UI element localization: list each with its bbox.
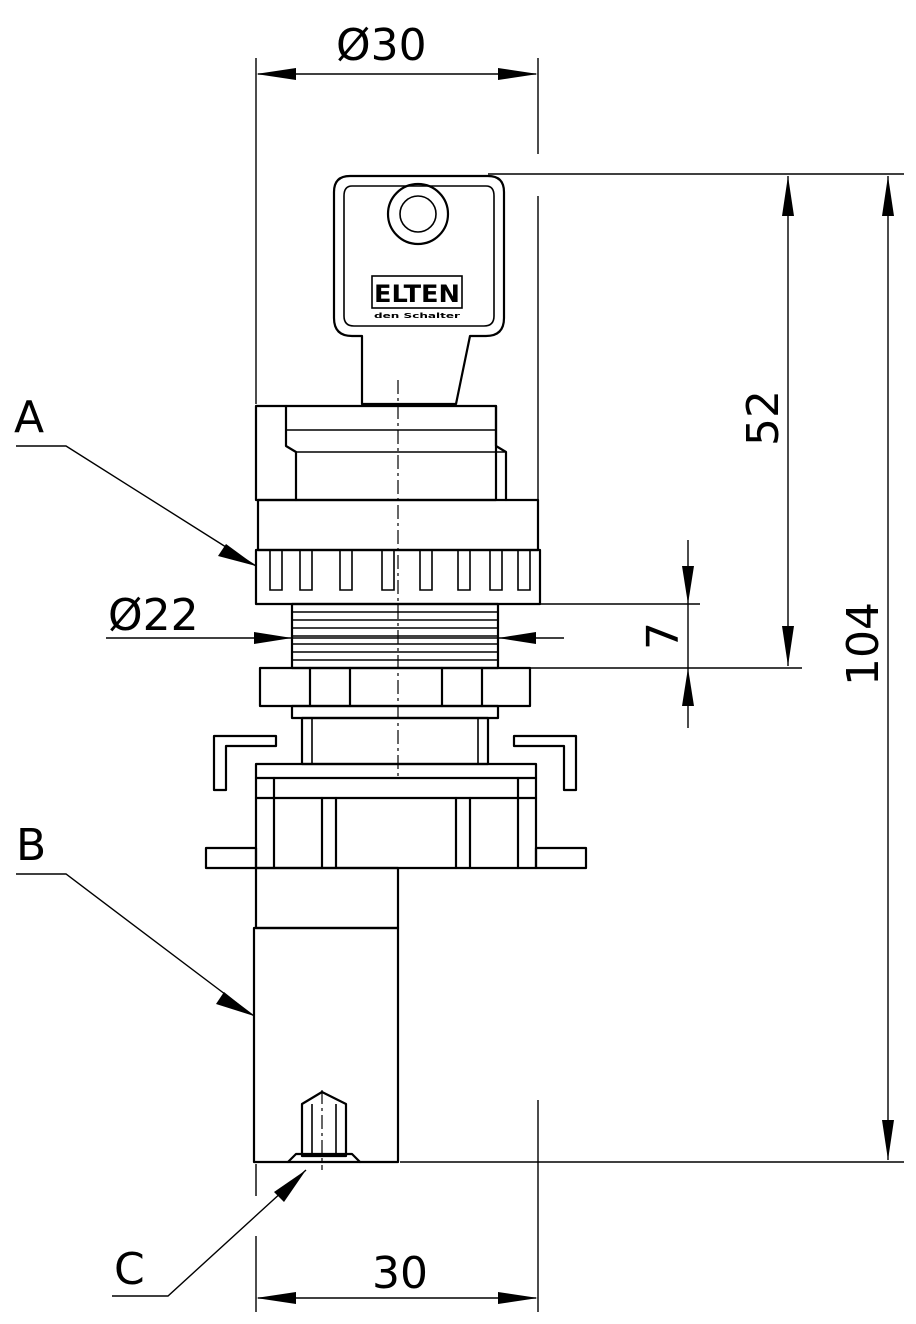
- dimension-total-height-label: 104: [838, 602, 889, 686]
- key-hole-icon: [386, 182, 450, 246]
- callout-a-label: A: [14, 392, 44, 443]
- dimension-total-height: 104: [838, 176, 894, 1160]
- dimension-top-diameter: Ø30: [255, 20, 539, 500]
- dimension-key-height-label: 52: [738, 390, 789, 446]
- dimension-top-diameter-label: Ø30: [336, 20, 427, 71]
- callout-b-label: B: [16, 820, 46, 871]
- actuator-head: [254, 404, 542, 606]
- callout-a: A: [14, 392, 257, 567]
- callout-c: C: [112, 1169, 307, 1297]
- contact-block: [252, 866, 400, 1164]
- dimension-body-width: 30: [255, 1100, 539, 1312]
- knurl-ribs: [269, 550, 531, 591]
- dimension-thread-length-label: 7: [638, 622, 689, 650]
- key-logo-brand: ELTEN: [374, 280, 460, 308]
- key-logo-tagline: den Schalter: [374, 312, 461, 320]
- hex-nut: [258, 666, 532, 720]
- dimension-thread-diameter: Ø22: [106, 590, 564, 644]
- dimension-thread-diameter-label: Ø22: [108, 590, 199, 641]
- dimension-thread-length: 7: [530, 540, 802, 728]
- callout-c-label: C: [114, 1244, 145, 1295]
- terminal-screw-icon: [300, 1090, 348, 1158]
- key: ELTEN den Schalter: [332, 174, 506, 406]
- thread: [290, 602, 500, 670]
- mounting-adapter: [204, 716, 588, 870]
- dimension-body-width-label: 30: [372, 1248, 428, 1299]
- callout-b: B: [16, 820, 255, 1017]
- dimension-key-height: 52: [738, 176, 794, 666]
